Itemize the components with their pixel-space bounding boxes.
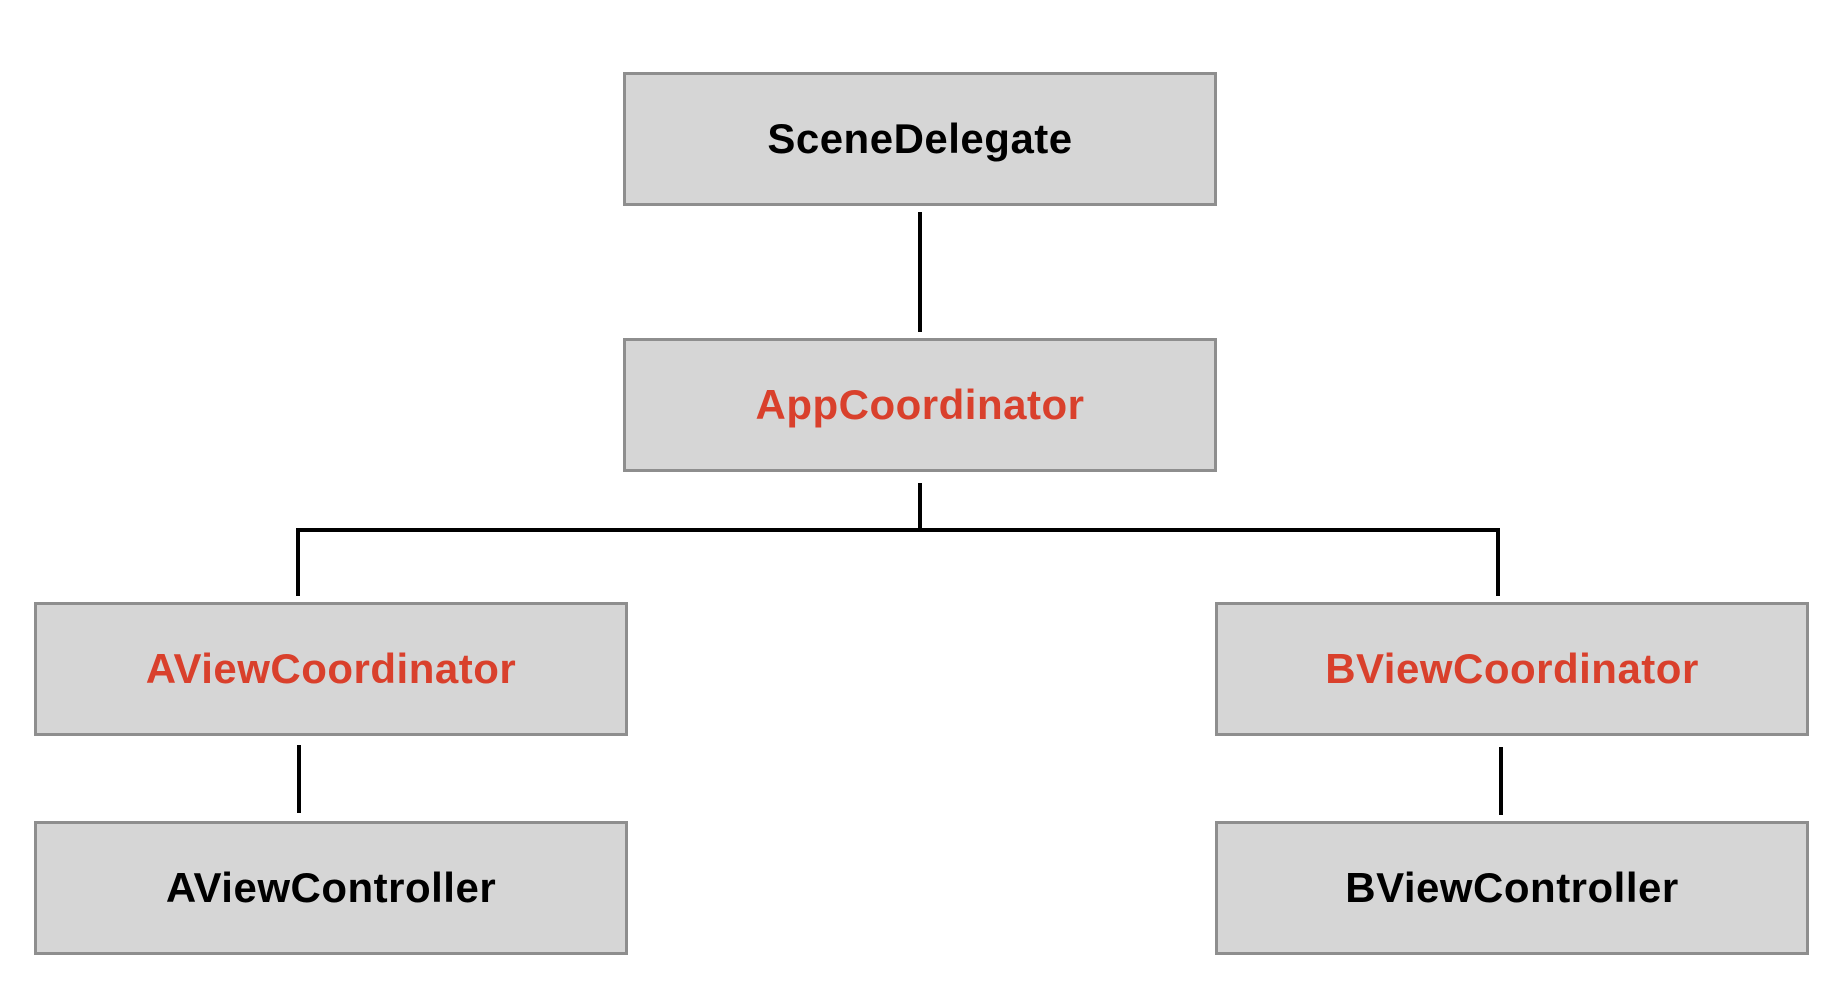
node-a-view-coordinator-label: AViewCoordinator: [145, 645, 517, 692]
connector-branch-to-aviewcoordinator: [296, 528, 300, 596]
node-b-view-coordinator-label: BViewCoordinator: [1325, 645, 1699, 692]
node-b-view-controller-label: BViewController: [1345, 864, 1679, 911]
connector-branch-to-bviewcoordinator: [1496, 528, 1500, 596]
node-b-view-coordinator: BViewCoordinator: [1215, 602, 1809, 736]
node-a-view-controller-label: AViewController: [165, 864, 497, 911]
node-app-coordinator-label: AppCoordinator: [755, 381, 1085, 428]
node-app-coordinator: AppCoordinator: [623, 338, 1217, 472]
node-scene-delegate-label: SceneDelegate: [767, 115, 1073, 162]
node-b-view-controller: BViewController: [1215, 821, 1809, 955]
connector-bviewcoordinator-bviewcontroller: [1499, 747, 1503, 815]
node-a-view-controller: AViewController: [34, 821, 628, 955]
connector-branch-horizontal: [296, 528, 1500, 532]
node-scene-delegate: SceneDelegate: [623, 72, 1217, 206]
connector-appcoordinator-branch-stub: [918, 483, 922, 530]
connector-aviewcoordinator-aviewcontroller: [297, 745, 301, 813]
connector-scenedelegate-appcoordinator: [918, 212, 922, 332]
node-a-view-coordinator: AViewCoordinator: [34, 602, 628, 736]
